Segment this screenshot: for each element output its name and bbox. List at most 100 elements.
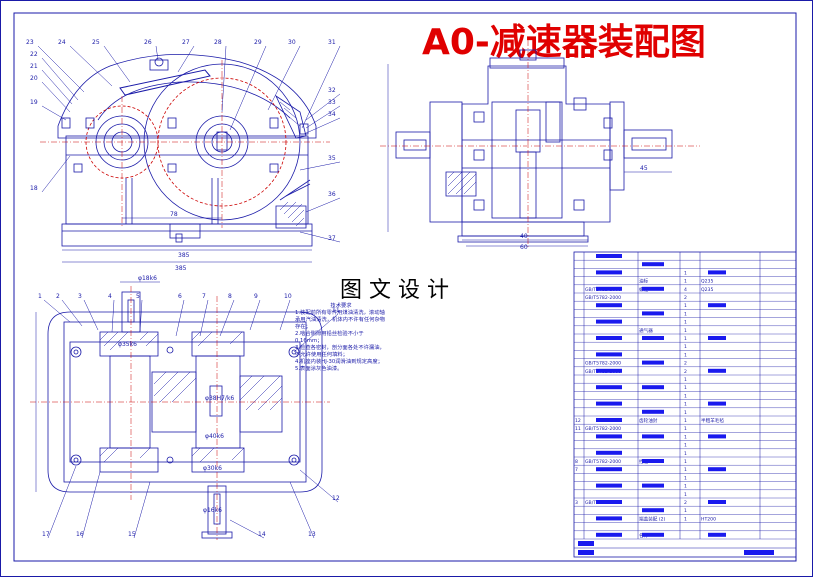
parts-cell-qty: 1 <box>684 475 687 481</box>
front-leader-23 <box>37 45 85 93</box>
parts-cell-qty: 1 <box>684 270 687 276</box>
front-label-18: 18 <box>30 185 38 192</box>
parts-cell-no: 11 <box>575 426 581 432</box>
top-leader-16 <box>81 471 101 539</box>
technical-requirements: 技术要求 1.装配前所有零件用煤油清洗，滚动轴承用汽油清洗，机体内不许有任何杂物… <box>295 303 387 373</box>
top-leader-9 <box>249 299 261 331</box>
parts-cell-qty: 1 <box>684 434 687 440</box>
parts-cell-qty: 2 <box>684 361 687 367</box>
front-leader-29 <box>229 45 267 131</box>
parts-cell-qty: 1 <box>684 418 687 424</box>
brand-watermark: 图 文 设 计 <box>340 278 449 303</box>
top-label-14: 14 <box>258 531 266 538</box>
parts-cell-qty: 1 <box>684 377 687 383</box>
front-label-20: 20 <box>30 75 38 82</box>
parts-cell-spec: GB/T5782-2000 <box>585 426 621 432</box>
front-view <box>40 54 330 263</box>
parts-cell-qty: 1 <box>684 459 687 465</box>
parts-cell-qty: 2 <box>684 369 687 375</box>
parts-redacted-bar <box>642 532 664 537</box>
parts-redacted-bar <box>708 401 726 406</box>
parts-cell-spec: GB/T5782-2000 <box>585 361 621 367</box>
parts-cell-mat: Q235 <box>701 287 713 293</box>
top-leader-5 <box>139 299 143 333</box>
parts-cell-qty: 1 <box>684 352 687 358</box>
parts-redacted-bar <box>596 401 622 406</box>
note-line-1: 1.装配前所有零件用煤油清洗，滚动轴承用汽油清洗，机体内不许有任何杂物存在； <box>295 310 386 330</box>
front-label-30: 30 <box>288 39 296 46</box>
top-leader-6 <box>175 299 185 337</box>
parts-redacted-bar <box>596 450 622 455</box>
parts-redacted-bar <box>596 467 622 472</box>
parts-redacted-bar <box>596 303 622 308</box>
top-dim-2: φ38H7/k6 <box>205 395 234 402</box>
front-label-25: 25 <box>92 39 100 46</box>
front-label-27: 27 <box>182 39 190 46</box>
top-label-11: 11 <box>332 307 340 314</box>
parts-cell-qty: 1 <box>684 508 687 514</box>
top-leader-10 <box>279 299 291 331</box>
front-leader-22 <box>41 57 79 101</box>
parts-cell-qty: 1 <box>684 516 687 522</box>
side-view <box>380 40 700 248</box>
parts-redacted-bar <box>596 418 622 422</box>
note-line-2: 2.啮合侧隙用铅丝检验不小于0.16mm； <box>295 331 364 344</box>
parts-redacted-bar <box>642 409 664 414</box>
side-view-dims: 40 60 45 <box>520 165 648 251</box>
top-leader-4 <box>111 299 115 333</box>
parts-cell-qty: 1 <box>684 451 687 457</box>
top-leader-3 <box>83 299 99 331</box>
top-dim-4: φ30k6 <box>203 465 222 472</box>
top-leader-11 <box>293 313 339 353</box>
top-label-10: 10 <box>284 293 292 300</box>
front-label-35: 35 <box>328 155 336 162</box>
front-leader-21 <box>41 69 73 105</box>
parts-cell-qty: 1 <box>684 311 687 317</box>
parts-cell-qty: 2 <box>684 295 687 301</box>
front-dim-385a: 385 <box>178 252 190 259</box>
front-leader-33 <box>305 105 341 129</box>
parts-cell-qty: 1 <box>684 426 687 432</box>
parts-redacted-bar <box>642 434 664 439</box>
front-dim-78: 78 <box>170 211 178 218</box>
top-leader-7 <box>199 299 209 337</box>
parts-redacted-bar <box>642 286 664 291</box>
note-line-4: 4.机座内装HJ-30润滑油到规定高度； <box>295 359 383 365</box>
side-dim-60: 60 <box>520 244 528 251</box>
parts-cell-mat: 半粗羊毛毡 <box>701 417 724 424</box>
top-leader-13 <box>289 481 315 539</box>
front-view-dims: 78 385 385 <box>170 211 190 272</box>
front-label-37: 37 <box>328 235 336 242</box>
parts-cell-qty: 2 <box>684 500 687 506</box>
top-leader-17 <box>47 465 77 539</box>
front-label-21: 21 <box>30 63 38 70</box>
parts-redacted-bar <box>708 368 726 373</box>
parts-cell-name: 油标 <box>639 278 649 285</box>
top-dim-5: φ16k6 <box>203 507 222 514</box>
parts-redacted-bar <box>642 262 664 267</box>
parts-redacted-bar <box>596 352 622 357</box>
top-leader-2 <box>61 299 83 327</box>
front-label-24: 24 <box>58 39 66 46</box>
front-leader-27 <box>177 45 195 73</box>
top-label-6: 6 <box>178 293 182 300</box>
top-label-15: 15 <box>128 531 136 538</box>
parts-cell-qty: 1 <box>684 467 687 473</box>
parts-redacted-bar <box>708 303 726 308</box>
parts-cell-qty: 1 <box>684 410 687 416</box>
parts-redacted-bar <box>596 500 622 504</box>
parts-redacted-bar <box>708 434 726 439</box>
front-label-19: 19 <box>30 99 38 106</box>
top-leader-8 <box>219 299 235 337</box>
top-label-13: 13 <box>308 531 316 538</box>
top-label-17: 17 <box>42 531 50 538</box>
side-dim-40: 40 <box>520 233 528 240</box>
parts-redacted-bar <box>642 311 664 316</box>
front-leader-37 <box>299 231 341 243</box>
parts-cell-qty: 1 <box>684 328 687 334</box>
drawing-title: A0-减速器装配图 <box>422 22 706 63</box>
front-leader-30 <box>267 45 301 111</box>
parts-redacted-bar <box>708 500 726 504</box>
